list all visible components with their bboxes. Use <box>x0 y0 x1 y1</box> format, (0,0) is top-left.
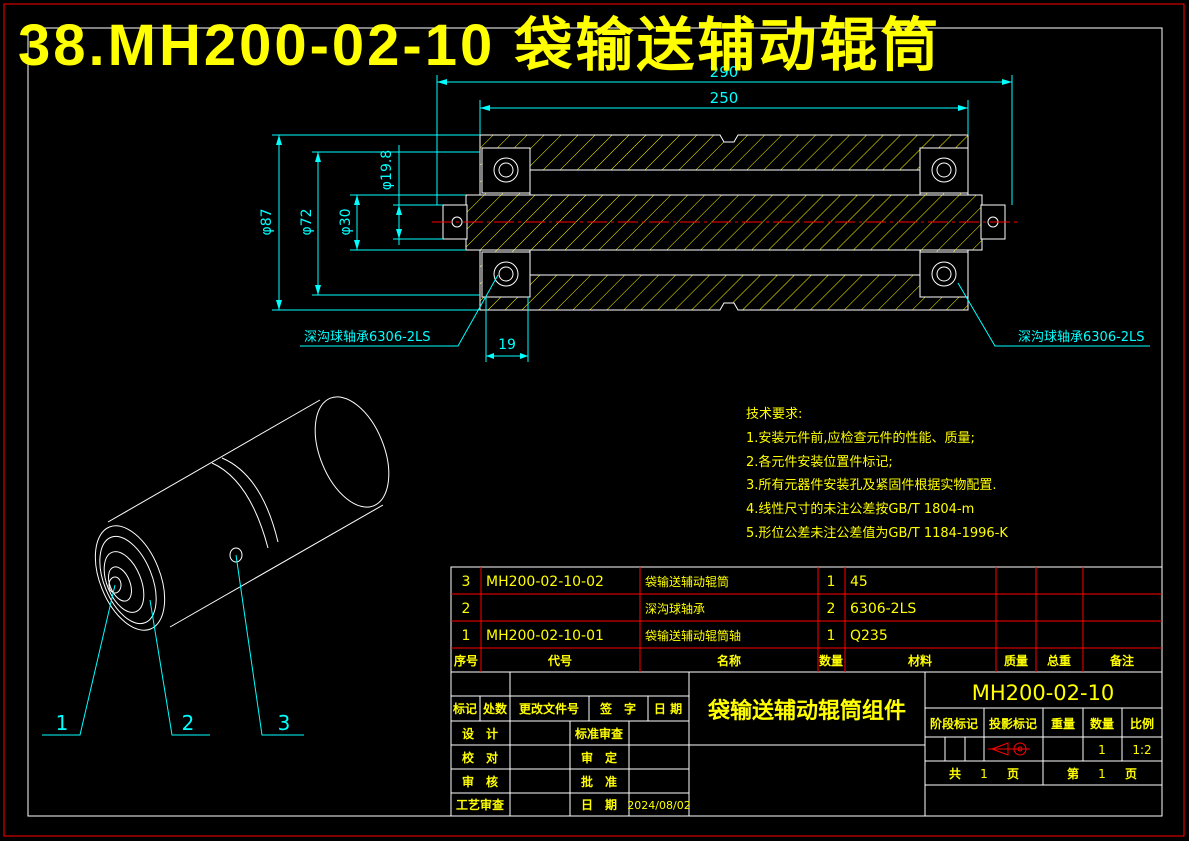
outer-frame <box>3 3 1185 837</box>
role-process: 工艺审查 <box>456 797 505 812</box>
bom-table: 3 MH200-02-10-02 袋输送辅动辊筒 1 45 2 深沟球轴承 2 … <box>450 566 1163 817</box>
tech-line-1: 1.安装元件前,应检查元件的性能、质量; <box>746 430 975 446</box>
tech-line-4: 4.线性尺寸的未注公差按GB/T 1804-m <box>746 501 974 517</box>
drawing-date: 2024/08/02 <box>627 799 690 812</box>
bearing-br <box>919 251 969 298</box>
total-pages: 1 <box>980 767 988 781</box>
assembly-scale: 1:2 <box>1132 743 1151 757</box>
role-approve-final: 审 定 <box>581 750 617 765</box>
role-date: 日 期 <box>581 797 617 812</box>
stage-header-projection: 投影标记 <box>989 716 1037 731</box>
bom-header-remark: 备注 <box>1109 653 1134 668</box>
dim-290: 290 <box>710 63 739 81</box>
bom-header-material: 材料 <box>907 653 932 668</box>
role-review: 审 核 <box>462 774 498 789</box>
cavity-top <box>529 169 921 196</box>
assembly-name: 袋输送辅动辊筒组件 <box>707 698 906 724</box>
total-label: 共 <box>949 766 961 781</box>
stage-header-scale: 比例 <box>1130 716 1154 731</box>
stage-header-qty: 数量 <box>1090 716 1114 731</box>
cavity-bottom <box>529 249 921 276</box>
title-block: 标记 处数 更改文件号 签 字 日 期 设 计 标准审查 校 对 审 定 审 核… <box>451 672 1162 816</box>
bom-row3-name: 袋输送辅动辊筒 <box>645 574 729 589</box>
role-check: 校 对 <box>462 750 498 765</box>
bearing-tr <box>919 147 969 194</box>
rev-label-count: 处数 <box>482 701 508 716</box>
tech-line-5: 5.形位公差未注公差值为GB/T 1184-1996-K <box>746 525 1008 541</box>
sheet-number: 1 <box>1098 767 1106 781</box>
dim-250: 250 <box>710 89 739 107</box>
bom-row2-no: 2 <box>462 601 471 617</box>
stage-header-weight: 重量 <box>1051 716 1075 731</box>
total-page-unit: 页 <box>1007 767 1019 781</box>
callout-bearing-left: 深沟球轴承6306-2LS <box>304 330 431 345</box>
bom-header-qty: 数量 <box>819 653 843 668</box>
tech-requirements: 技术要求: 1.安装元件前,应检查元件的性能、质量; 2.各元件安装位置件标记;… <box>746 407 1008 541</box>
dim-phi87: φ87 <box>259 208 275 235</box>
bom-row2-qty: 2 <box>827 601 836 617</box>
bom-row3-code: MH200-02-10-02 <box>486 574 604 590</box>
balloon-1: 1 <box>56 711 69 735</box>
isometric-view <box>94 396 390 631</box>
dim-19: 19 <box>498 337 516 353</box>
dim-phi72: φ72 <box>299 208 315 235</box>
rev-label-mark: 标记 <box>452 701 477 716</box>
drawing-title: 38.MH200-02-10 袋输送辅动辊筒 <box>18 13 942 78</box>
bom-header-name: 名称 <box>717 653 741 668</box>
role-ratify: 批 准 <box>581 774 617 789</box>
projection-symbol-icon <box>988 742 1030 756</box>
balloon-leaders <box>42 554 304 736</box>
bom-row2-name: 深沟球轴承 <box>645 601 705 616</box>
drawing-number: MH200-02-10 <box>972 681 1115 705</box>
callout-bearing-right: 深沟球轴承6306-2LS <box>1018 330 1145 345</box>
balloon-3: 3 <box>278 711 291 735</box>
bom-row1-name: 袋输送辅动辊筒轴 <box>645 628 741 643</box>
arrowheads <box>276 79 1012 359</box>
tech-line-3: 3.所有元器件安装孔及紧固件根据实物配置. <box>746 478 997 493</box>
dim-phi30: φ30 <box>338 208 354 235</box>
dim-phi19-8: φ19.8 <box>379 150 395 190</box>
bom-header-total-weight: 总重 <box>1047 653 1071 668</box>
bearing-tl <box>481 147 531 194</box>
bom-header-no: 序号 <box>454 653 478 668</box>
stage-header-mark: 阶段标记 <box>930 716 978 731</box>
tech-line-2: 2.各元件安装位置件标记; <box>746 454 893 470</box>
rev-label-date: 日 期 <box>654 701 682 716</box>
balloon-2: 2 <box>182 711 195 735</box>
bom-row3-qty: 1 <box>827 574 836 590</box>
dimensions <box>272 75 1150 362</box>
bom-row1-material: Q235 <box>850 628 888 644</box>
sheet-label: 第 <box>1067 766 1079 781</box>
bom-row3-no: 3 <box>462 574 471 590</box>
bom-row1-qty: 1 <box>827 628 836 644</box>
rev-label-docno: 更改文件号 <box>519 701 579 716</box>
bom-row1-no: 1 <box>462 628 471 644</box>
rev-label-sign: 签 字 <box>599 701 636 716</box>
role-design: 设 计 <box>462 726 498 741</box>
section-view <box>432 134 1020 311</box>
sheet-page-unit: 页 <box>1125 767 1137 781</box>
role-std-review: 标准审查 <box>574 726 624 741</box>
bom-row1-code: MH200-02-10-01 <box>486 628 604 644</box>
tech-heading: 技术要求: <box>746 407 802 422</box>
bom-row2-material: 6306-2LS <box>850 601 916 617</box>
bom-row3-material: 45 <box>850 574 868 590</box>
bom-header-unit-weight: 质量 <box>1004 653 1028 668</box>
bom-header-code: 代号 <box>547 653 572 668</box>
assembly-qty: 1 <box>1098 743 1106 757</box>
